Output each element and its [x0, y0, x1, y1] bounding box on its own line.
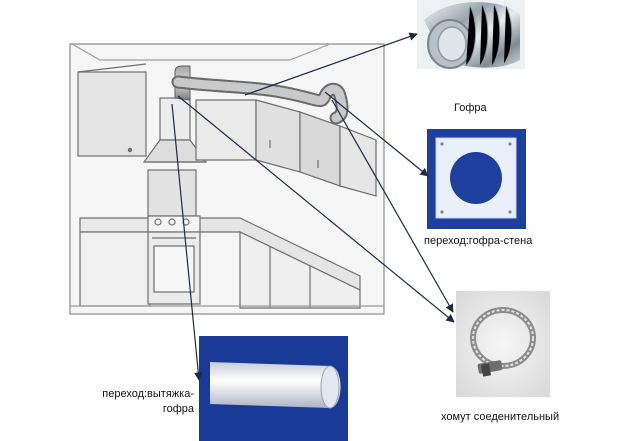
corrugated-duct	[171, 65, 349, 125]
corrugated-pipe-image	[417, 0, 525, 69]
clamp-image	[456, 291, 550, 397]
arrow-to-clamp-2	[177, 95, 455, 323]
upper-cabinet-left	[77, 71, 147, 157]
wall-plate-image	[427, 129, 526, 229]
arrow-to-hood-adapter	[171, 103, 203, 381]
label-pipe-wall-adapter: переход:гофра-стена	[424, 235, 533, 247]
callout-arrows	[171, 32, 455, 381]
label-hood-pipe-adapter: переход:вытяжка-гофра	[102, 388, 194, 415]
arrow-to-clamp-1	[331, 99, 454, 313]
label-connecting-clamp: хомут соеденительный	[441, 411, 560, 423]
arrow-to-corrugated-pipe	[244, 32, 418, 96]
arrow-to-wall-plate	[324, 91, 429, 177]
stove	[147, 169, 201, 305]
hood-adapter-image	[199, 336, 348, 441]
label-corrugated-pipe: Гофра	[454, 102, 487, 114]
